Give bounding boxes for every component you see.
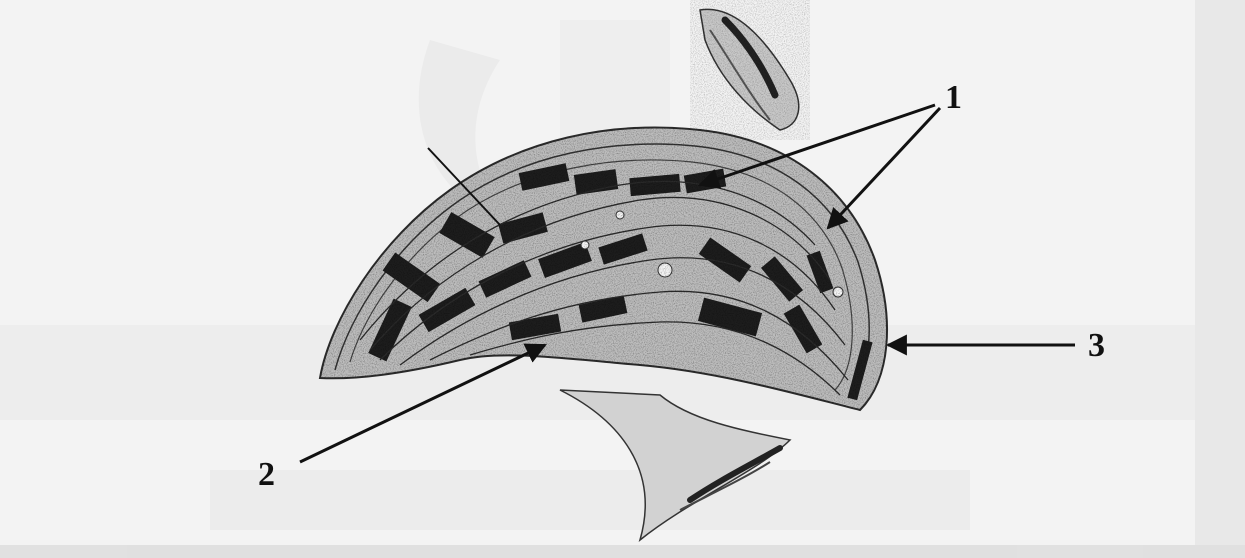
label-2: 2 bbox=[258, 456, 275, 493]
upper-fragment bbox=[690, 0, 810, 140]
label-3: 3 bbox=[1088, 327, 1105, 364]
arrow-1b bbox=[828, 108, 940, 228]
label-1: 1 bbox=[945, 79, 962, 116]
